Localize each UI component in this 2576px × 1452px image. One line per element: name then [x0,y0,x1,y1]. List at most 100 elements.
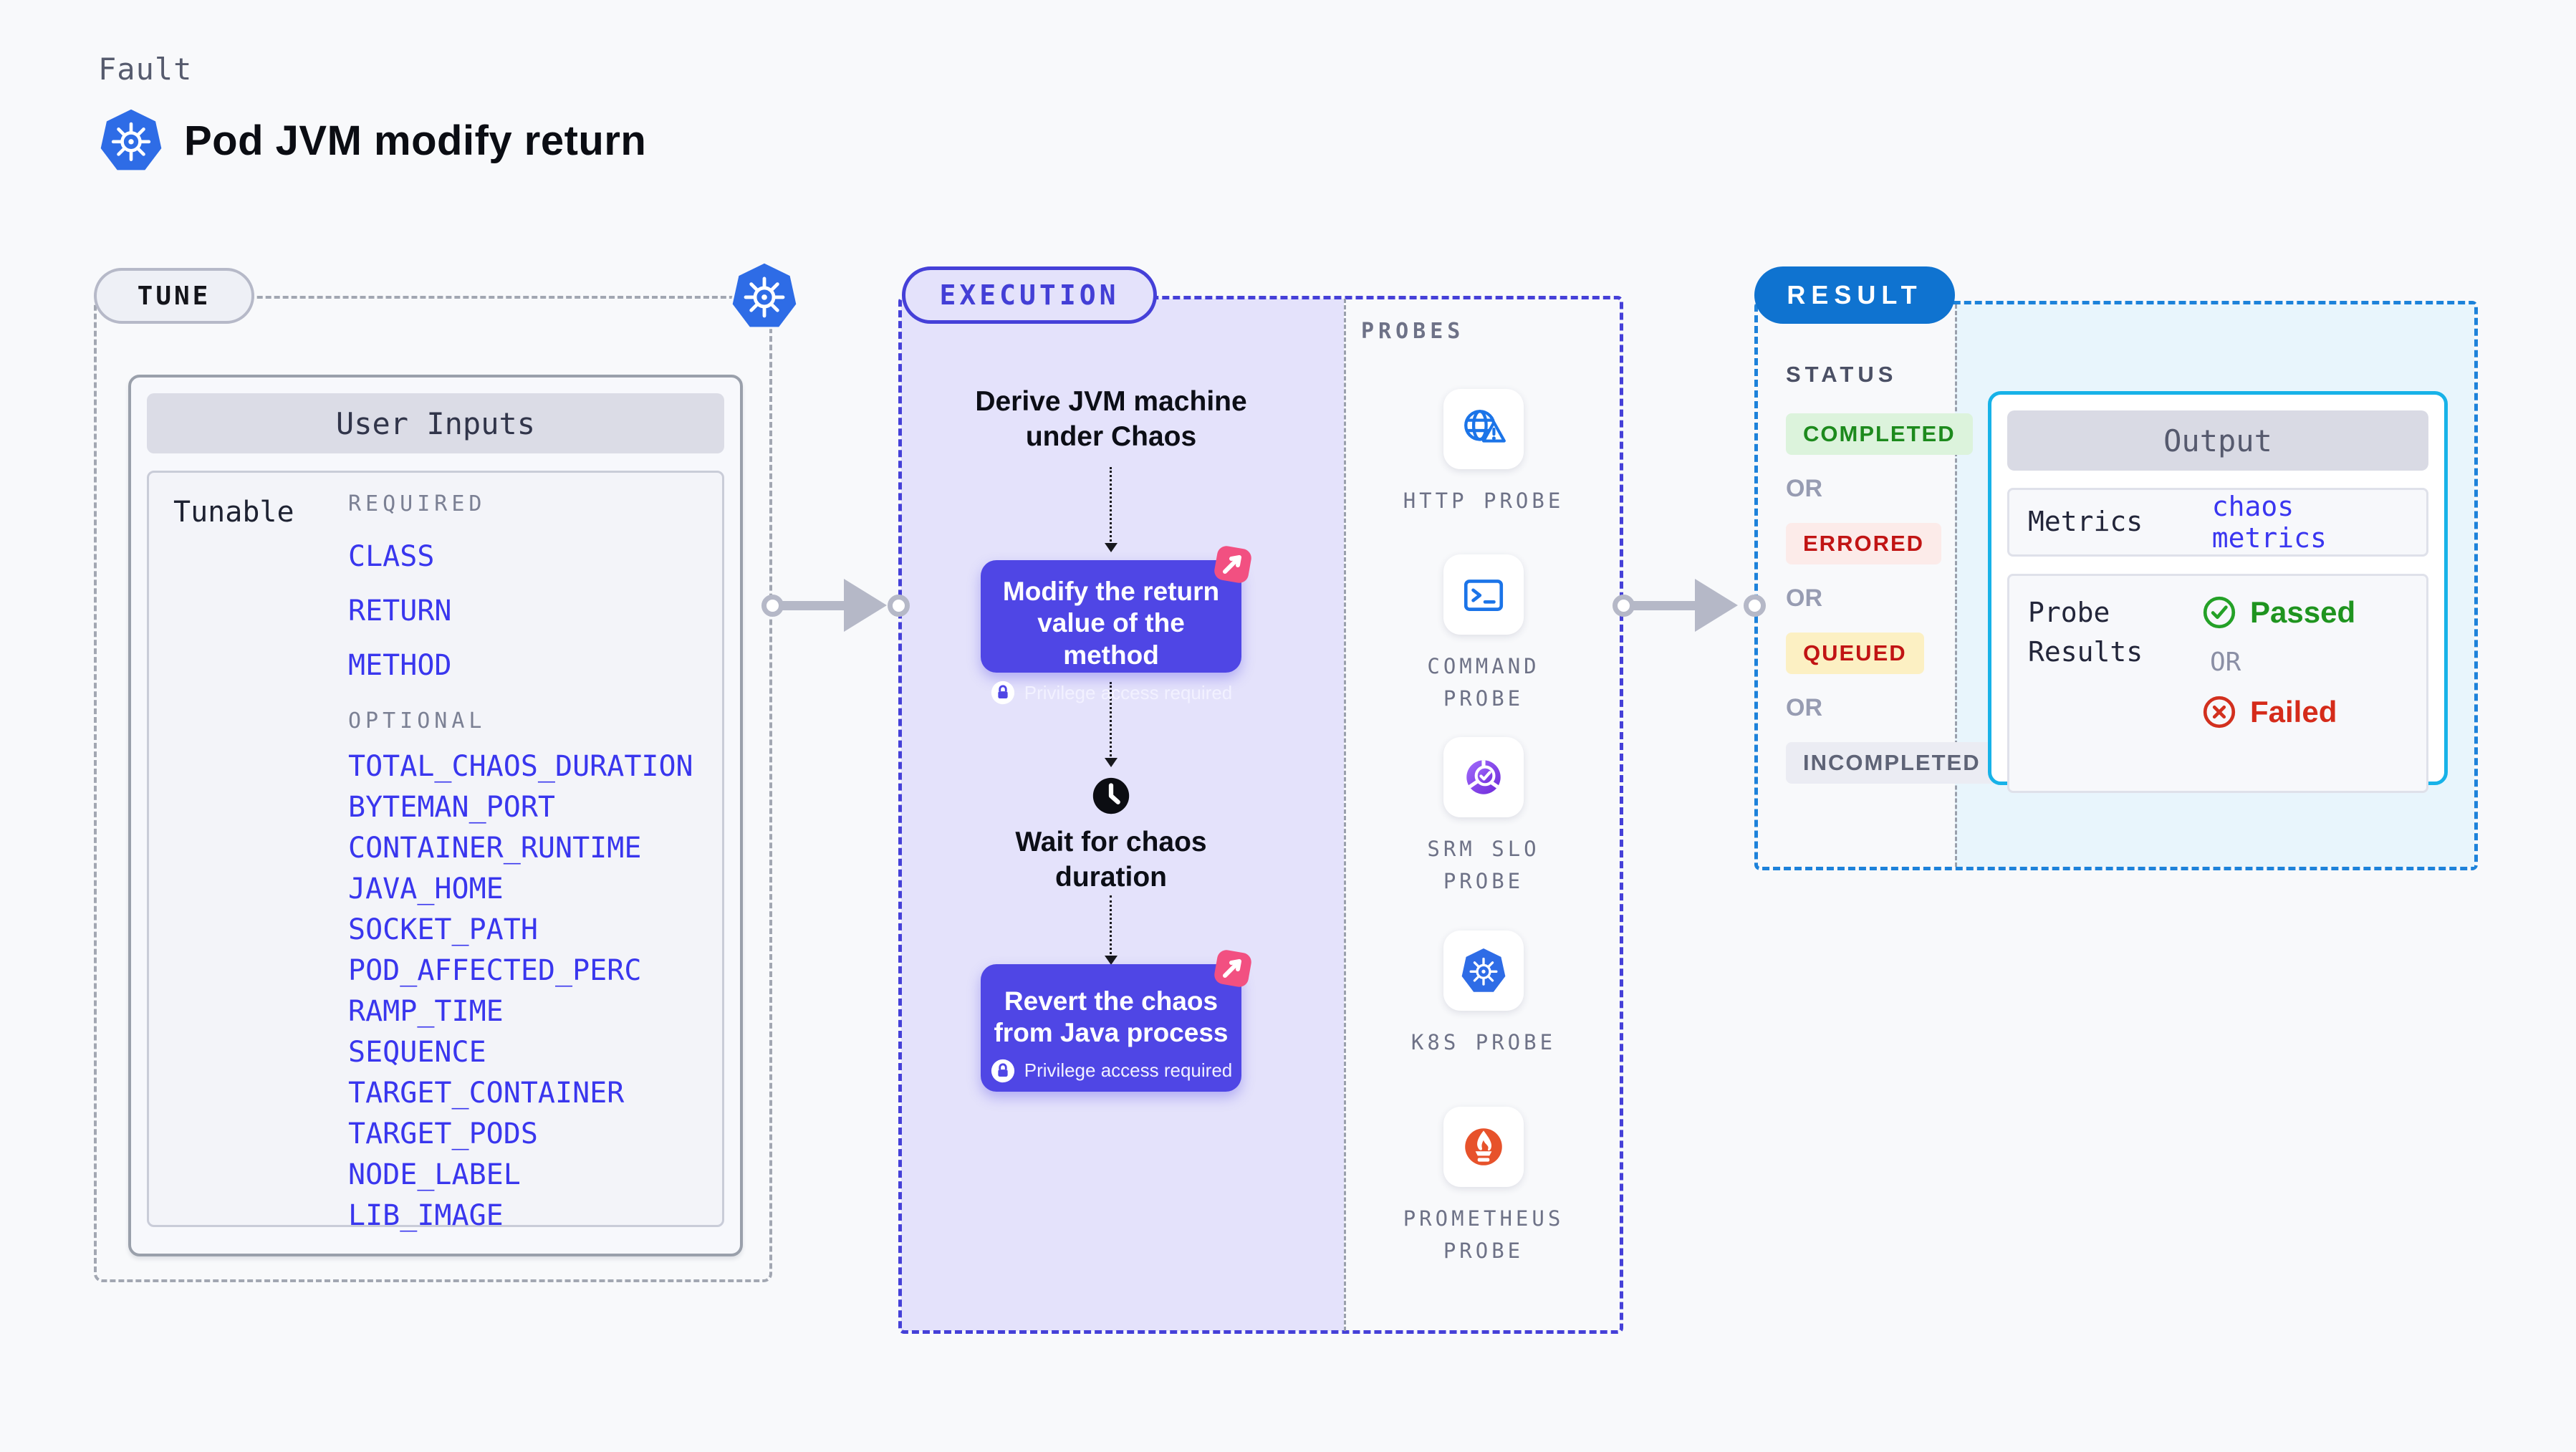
probe-card [1443,389,1524,469]
tunable-item: RAMP_TIME [348,995,504,1028]
tunable-item: BYTEMAN_PORT [348,791,555,824]
arrowhead-icon [1105,543,1118,552]
privilege-note: Privilege access required [988,680,1234,706]
status-badge-incompleted: INCOMPLETED [1786,742,1998,784]
connector-dot [761,595,784,617]
tunable-item: RETURN [348,595,452,628]
probe-label: HTTP PROBE [1403,489,1565,513]
tunable-row-label: Tunable [173,496,294,529]
optional-group-label: OPTIONAL [348,708,486,734]
connector-dot [1744,595,1766,617]
node-label: Modify the return value of the method [1002,577,1220,670]
tune-badge: TUNE [94,268,254,324]
probe-card [1443,1107,1524,1187]
or-separator: OR [1786,475,1822,502]
probe-label: K8S PROBE [1410,1030,1557,1054]
tunable-item: NODE_LABEL [348,1158,521,1191]
probe-label: COMMAND PROBE [1427,654,1540,711]
x-circle-icon [2203,696,2236,729]
tunable-item: CLASS [348,540,435,573]
revert-chaos-node: Revert the chaos from Java process Privi… [981,964,1241,1092]
flow-connector [1110,895,1112,954]
flow-connector [1110,682,1112,756]
kubernetes-icon [98,107,164,173]
user-inputs-title: User Inputs [147,393,724,453]
prometheus-icon [1465,1128,1502,1165]
probe-http: HTTP PROBE [1344,389,1623,517]
failed-label: Failed [2250,695,2337,729]
tunable-item: JAVA_HOME [348,872,504,905]
user-inputs-card: User Inputs Tunable REQUIRED CLASS RETUR… [128,375,743,1256]
tune-to-execution-arrow [778,601,850,610]
tunable-item: TARGET_CONTAINER [348,1077,625,1110]
or-separator: OR [2210,648,2241,677]
flow-connector [1110,467,1112,542]
arrowhead-icon [1695,579,1738,632]
clock-icon [1092,777,1130,814]
terminal-icon [1464,580,1504,611]
status-heading: STATUS [1786,362,1898,387]
arrowhead-icon [844,579,887,632]
user-inputs-list: Tunable REQUIRED CLASS RETURN METHOD OPT… [147,471,724,1232]
derive-step-label: Derive JVM machine under Chaos [975,386,1247,452]
metrics-label: Metrics [2028,506,2143,538]
probe-results-row: Probe Results Passed OR Failed [2007,574,2428,793]
execution-badge: EXECUTION [902,266,1157,324]
connector-dot [1613,595,1635,617]
wait-step-label: Wait for chaos duration [1015,827,1207,893]
page-title: Pod JVM modify return [184,117,647,164]
probe-card [1443,737,1524,817]
metrics-value: chaos metrics [2211,491,2327,554]
probe-label: PROMETHEUS PROBE [1403,1206,1565,1263]
kubernetes-icon [1460,947,1507,994]
probe-k8s: K8S PROBE [1344,931,1623,1059]
status-badge-queued: QUEUED [1786,633,1924,674]
tunable-item: TOTAL_CHAOS_DURATION [348,750,693,783]
execution-section-box [898,296,1623,1334]
connector-dot [888,595,910,617]
privilege-note-text: Privilege access required [1024,1059,1233,1082]
tunable-item: LIB_IMAGE [348,1199,504,1232]
lock-icon [990,680,1016,706]
probe-prometheus: PROMETHEUS PROBE [1344,1107,1623,1267]
tunable-item: SEQUENCE [348,1036,486,1069]
tunable-item: TARGET_PODS [348,1117,538,1150]
node-label: Revert the chaos from Java process [994,986,1229,1048]
status-column: STATUS COMPLETED OR ERRORED OR QUEUED OR… [1786,362,1998,784]
title-row: Pod JVM modify return [98,107,646,173]
slo-check-icon [1466,760,1501,794]
tune-section-box [94,296,772,1282]
arrowhead-icon [1105,956,1118,965]
probes-column-label: PROBES [1361,319,1465,344]
tunable-item: CONTAINER_RUNTIME [348,832,642,865]
probe-results-label: Probe Results [2028,597,2143,668]
litmus-chaos-icon [1210,946,1256,991]
probe-label: SRM SLO PROBE [1427,837,1540,893]
status-badge-errored: ERRORED [1786,523,1942,564]
failed-row: Failed [2201,694,2355,730]
output-card: Output Metrics chaos metrics Probe Resul… [1988,391,2448,793]
probe-card [1443,931,1524,1011]
privilege-note-text: Privilege access required [1024,681,1233,703]
kubernetes-icon [730,261,799,330]
lock-icon [990,1058,1016,1084]
probe-command: COMMAND PROBE [1344,554,1623,715]
or-separator: OR [1786,585,1822,612]
probes-divider [1344,299,1346,1331]
globe-alert-icon [1464,410,1506,443]
litmus-chaos-icon [1210,542,1256,587]
status-badge-completed: COMPLETED [1786,413,1973,455]
check-circle-icon [2203,596,2236,629]
or-separator: OR [1786,694,1822,721]
privilege-note: Privilege access required [988,1058,1234,1084]
passed-row: Passed [2201,595,2355,630]
passed-label: Passed [2250,595,2356,629]
result-badge: RESULT [1754,266,1955,324]
execution-zone-fill [901,299,1344,1331]
probe-srm-slo: SRM SLO PROBE [1344,737,1623,898]
tunable-item: METHOD [348,649,452,682]
output-title: Output [2007,410,2428,471]
arrowhead-icon [1105,758,1118,767]
required-group-label: REQUIRED [348,491,486,516]
